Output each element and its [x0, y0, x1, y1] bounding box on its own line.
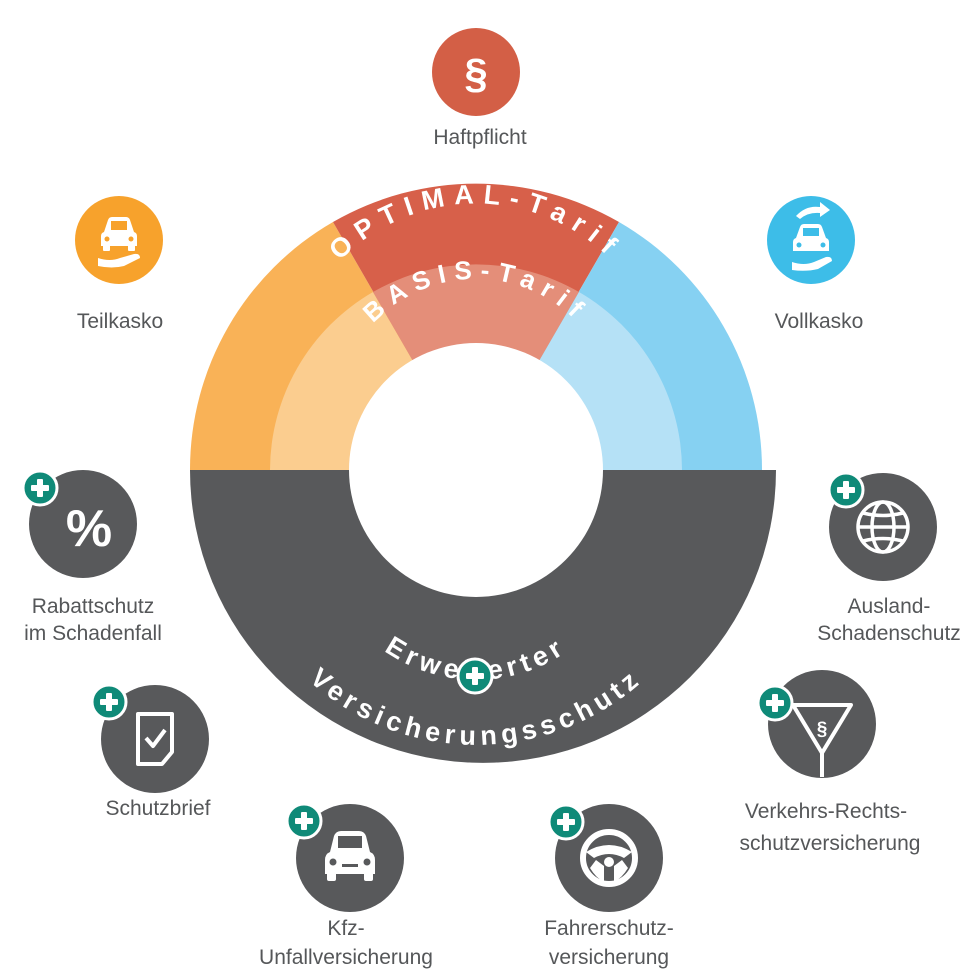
- module-kfz: Kfz- Unfallversicherung: [259, 802, 433, 969]
- module-verkehrs: § Verkehrs-Rechts- schutzversicherung: [740, 670, 921, 855]
- rabattschutz-label-line1: Rabattschutz: [32, 595, 155, 618]
- rabattschutz-plus-icon: [21, 469, 59, 507]
- schutzbrief-plus-icon: [90, 683, 128, 721]
- car-front-icon: [325, 831, 375, 881]
- schutzbrief-label: Schutzbrief: [105, 797, 210, 820]
- fahrer-plus-icon: [547, 803, 585, 841]
- module-fahrer: Fahrerschutz- versicherung: [544, 803, 674, 969]
- module-rabattschutz: % Rabattschutz im Schadenfall: [21, 469, 162, 645]
- module-vollkasko: Vollkasko: [767, 196, 863, 333]
- verkehrs-label-line1: Verkehrs-Rechts-: [745, 800, 907, 823]
- car-exchange-icon: [792, 202, 832, 271]
- paragraph-shield-icon: §: [791, 703, 853, 777]
- kfz-label-line1: Kfz-: [327, 917, 364, 940]
- haftpflicht-label: Haftpflicht: [433, 126, 527, 149]
- fahrer-label-line2: versicherung: [549, 946, 669, 969]
- car-in-hand-icon: [98, 217, 140, 268]
- ring-extended-half: [190, 470, 776, 763]
- teilkasko-label: Teilkasko: [77, 310, 163, 333]
- extended-plus-icon: [456, 657, 494, 695]
- verkehrs-label-line2: schutzversicherung: [740, 832, 921, 855]
- module-schutzbrief: Schutzbrief: [90, 683, 211, 820]
- fahrer-label-line1: Fahrerschutz-: [544, 917, 674, 940]
- svg-text:§: §: [817, 719, 828, 740]
- schutzbrief-circle: [101, 685, 209, 793]
- ausland-plus-icon: [827, 471, 865, 509]
- module-teilkasko: Teilkasko: [75, 196, 163, 333]
- ausland-label-line2: Schadenschutz: [817, 622, 961, 645]
- percent-icon: %: [66, 500, 112, 558]
- module-haftpflicht: § Haftpflicht: [432, 28, 527, 149]
- globe-icon: [856, 500, 910, 554]
- kfz-label-line2: Unfallversicherung: [259, 946, 433, 969]
- paragraph-icon: §: [464, 50, 487, 97]
- haftpflicht-circle: [432, 28, 520, 116]
- ausland-label-line1: Ausland-: [848, 595, 931, 618]
- steering-wheel-icon: [580, 829, 638, 887]
- ring-center: [349, 343, 603, 597]
- vollkasko-label: Vollkasko: [775, 310, 864, 333]
- module-ausland: Ausland- Schadenschutz: [817, 471, 961, 645]
- document-check-icon: [136, 712, 174, 766]
- rabattschutz-label-line2: im Schadenfall: [24, 622, 162, 645]
- kfz-plus-icon: [285, 802, 323, 840]
- tariff-ring: OPTIMAL-Tarif BASIS-Tarif Erweiterter Ve…: [189, 179, 776, 763]
- verkehrs-circle: [768, 670, 876, 778]
- verkehrs-plus-icon: [756, 684, 794, 722]
